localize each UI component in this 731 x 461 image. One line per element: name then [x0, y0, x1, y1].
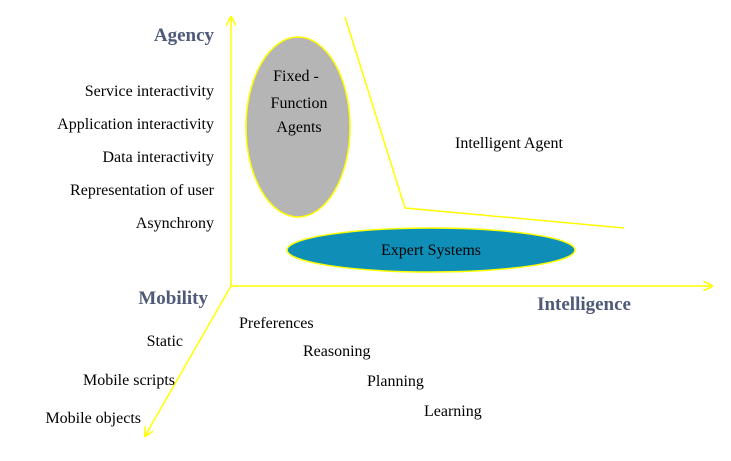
fixed-function-label-line2: Function	[271, 95, 328, 112]
mobility-item-static: Static	[147, 333, 183, 350]
intelligence-item-planning: Planning	[367, 373, 424, 390]
agency-item-representation-of-user: Representation of user	[70, 182, 215, 199]
agency-item-asynchrony: Asynchrony	[136, 215, 214, 232]
agency-item-service-interactivity: Service interactivity	[85, 83, 214, 100]
intelligent-agent-boundary	[344, 16, 625, 229]
fixed-function-label-line3: Agents	[276, 119, 321, 136]
fixed-function-label-line1: Fixed -	[273, 68, 319, 85]
agency-axis-title: Agency	[154, 25, 215, 46]
mobility-item-mobile-objects: Mobile objects	[45, 410, 141, 427]
agency-item-data-interactivity: Data interactivity	[102, 149, 214, 166]
mobility-item-mobile-scripts: Mobile scripts	[83, 372, 175, 389]
expert-systems-label: Expert Systems	[381, 242, 481, 259]
intelligence-axis-title: Intelligence	[537, 294, 631, 315]
mobility-axis-title: Mobility	[138, 288, 208, 309]
fixed-function-agents-ellipse	[245, 36, 351, 218]
expert-systems-ellipse	[286, 227, 576, 273]
mobility-axis	[145, 285, 232, 436]
intelligence-item-preferences: Preferences	[239, 315, 314, 332]
agency-item-application-interactivity: Application interactivity	[57, 116, 214, 133]
intelligence-item-reasoning: Reasoning	[303, 343, 371, 360]
intelligent-agent-label: Intelligent Agent	[455, 135, 564, 152]
intelligence-item-learning: Learning	[424, 403, 482, 420]
